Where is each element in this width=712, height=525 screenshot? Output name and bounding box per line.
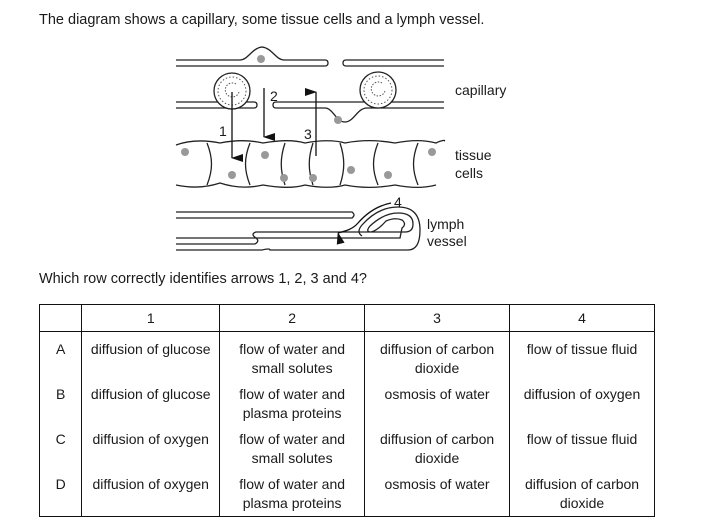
- intro-text: The diagram shows a capillary, some tiss…: [39, 12, 485, 28]
- lymph-vessel: [176, 206, 421, 251]
- header-blank: [38, 304, 83, 332]
- header-arrow-1: 1: [81, 304, 221, 332]
- endothelial-nucleus: [257, 55, 265, 63]
- cell-arrow-3: diffusion of carbon dioxide: [364, 426, 511, 471]
- cell-arrow-3: osmosis of water: [364, 471, 511, 517]
- cell-arrow-3: diffusion of carbon dioxide: [364, 331, 511, 381]
- endothelial-nucleus: [334, 116, 342, 124]
- row-letter: A: [38, 331, 83, 381]
- table-row-c[interactable]: C diffusion of oxygen flow of water and …: [38, 426, 655, 471]
- cell-arrow-2: flow of water and plasma proteins: [219, 471, 366, 517]
- cell-arrow-1: diffusion of oxygen: [81, 471, 221, 517]
- arrow-label-1: 1: [219, 123, 227, 139]
- cell-arrow-4: diffusion of oxygen: [509, 381, 655, 426]
- cell-arrow-2: flow of water and small solutes: [219, 331, 366, 381]
- header-arrow-4: 4: [509, 304, 655, 332]
- cell-arrow-1: diffusion of glucose: [81, 381, 221, 426]
- cell-arrow-4: flow of tissue fluid: [509, 331, 655, 381]
- capillary-tissue-lymph-diagram: 1 2 3 4 capillary tissue cells lymph ves…: [175, 46, 506, 251]
- tissue-cell-nuclei: [181, 148, 436, 182]
- capillary-wall: [176, 46, 444, 123]
- answer-table: 1 2 3 4 A diffusion of glucose flow of w…: [38, 304, 655, 517]
- cell-arrow-1: diffusion of glucose: [81, 331, 221, 381]
- lymph-label: lymph: [427, 216, 464, 232]
- arrow-label-3: 3: [304, 126, 312, 142]
- arrow-label-4: 4: [394, 194, 402, 210]
- row-letter: B: [38, 381, 83, 426]
- table-row-a[interactable]: A diffusion of glucose flow of water and…: [38, 331, 655, 381]
- table-row-d[interactable]: D diffusion of oxygen flow of water and …: [38, 471, 655, 517]
- question-text: Which row correctly identifies arrows 1,…: [39, 271, 367, 287]
- arrow-4: [336, 202, 392, 245]
- row-letter: C: [38, 426, 83, 471]
- row-letter: D: [38, 471, 83, 517]
- red-blood-cell: [359, 71, 397, 109]
- cell-arrow-4: flow of tissue fluid: [509, 426, 655, 471]
- cell-arrow-4: diffusion of carbon dioxide: [509, 471, 655, 517]
- table-row-b[interactable]: B diffusion of glucose flow of water and…: [38, 381, 655, 426]
- cell-arrow-3: osmosis of water: [364, 381, 511, 426]
- cells-label: cells: [455, 165, 483, 181]
- capillary-label: capillary: [455, 82, 506, 98]
- vessel-label: vessel: [427, 233, 467, 249]
- cell-arrow-2: flow of water and small solutes: [219, 426, 366, 471]
- cell-arrow-1: diffusion of oxygen: [81, 426, 221, 471]
- header-arrow-2: 2: [219, 304, 366, 332]
- arrow-label-2: 2: [270, 88, 278, 104]
- tissue-label: tissue: [455, 147, 492, 163]
- header-arrow-3: 3: [364, 304, 511, 332]
- table-header-row: 1 2 3 4: [38, 304, 655, 332]
- cell-arrow-2: flow of water and plasma proteins: [219, 381, 366, 426]
